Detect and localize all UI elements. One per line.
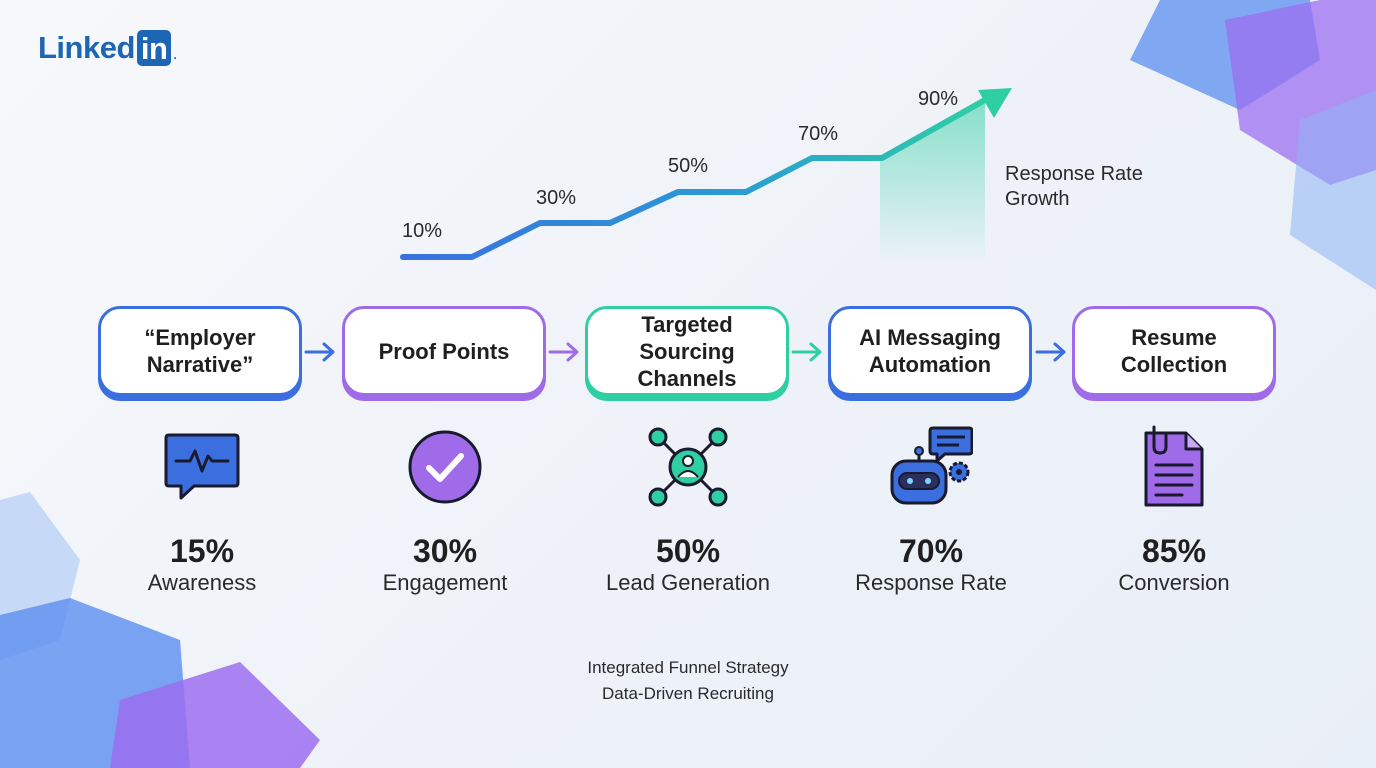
footer-line: Integrated Funnel Strategy — [587, 658, 789, 677]
growth-glow — [880, 98, 985, 265]
logo-in-box: in — [136, 30, 172, 66]
logo-mark: . — [173, 48, 177, 62]
check-circle-icon — [408, 430, 482, 504]
network-user-icon — [648, 427, 728, 507]
metric-label: Lead Generation — [606, 570, 770, 595]
stage-targeted-sourcing: Targeted Sourcing Channels — [585, 306, 789, 396]
footer-line: Data-Driven Recruiting — [602, 684, 774, 703]
growth-value-label: 10% — [402, 220, 442, 242]
stage-proof-points: Proof Points — [342, 306, 546, 396]
stage-label: “Employer Narrative” — [144, 325, 256, 377]
growth-label-line: Response Rate — [1005, 163, 1143, 185]
metric-value: 70% — [898, 533, 964, 569]
growth-value-label: 50% — [668, 155, 708, 177]
stage-label: Proof Points — [378, 338, 510, 364]
stage-label: Resume Collection — [1120, 325, 1228, 377]
metric-value: 85% — [1141, 533, 1207, 569]
growth-value-label: 30% — [536, 187, 576, 209]
robot-chat-icon — [890, 426, 973, 505]
growth-label-line: Growth — [1005, 188, 1070, 210]
arrow-right-icon — [791, 342, 822, 362]
growth-label: Response Rate Growth — [1005, 162, 1205, 212]
arrow-right-icon — [1035, 342, 1066, 362]
arrow-right-icon — [548, 342, 579, 362]
metric-value: 15% — [169, 533, 235, 569]
metric-value: 50% — [655, 533, 721, 569]
arrow-right-icon — [304, 342, 335, 362]
growth-arrowhead — [978, 88, 1012, 118]
growth-value-label: 90% — [918, 88, 958, 110]
metric-value: 30% — [412, 533, 478, 569]
stage-resume-collection: Resume Collection — [1072, 306, 1276, 396]
metric-label: Conversion — [1118, 570, 1230, 595]
stage-label: Targeted Sourcing Channels — [637, 311, 737, 391]
growth-value-label: 70% — [798, 123, 838, 145]
linkedin-logo[interactable]: Linked in . — [38, 28, 177, 68]
document-clip-icon — [1144, 425, 1204, 507]
metric-label: Engagement — [382, 570, 508, 595]
stage-label: AI Messaging Automation — [859, 325, 1001, 377]
stage-ai-messaging: AI Messaging Automation — [828, 306, 1032, 396]
growth-path — [400, 97, 988, 260]
response-rate-growth-line: 10% 30% 50% 70% 90% — [400, 88, 1012, 265]
metric-label: Awareness — [147, 570, 257, 595]
metric-label: Response Rate — [855, 570, 1007, 595]
chat-pulse-icon — [164, 433, 240, 500]
logo-text: Linked — [38, 30, 135, 65]
stage-employer-narrative: “Employer Narrative” — [98, 306, 302, 396]
